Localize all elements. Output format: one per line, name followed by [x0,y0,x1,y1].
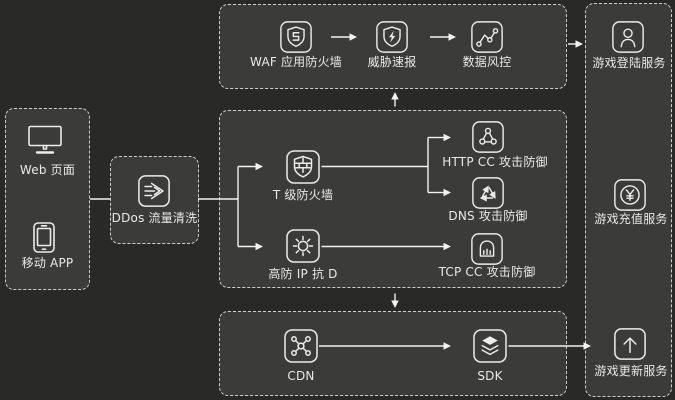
waf-shield-icon [279,20,313,54]
recharge-yuan-icon [613,178,647,212]
ddos-node [110,156,199,244]
risk-chart-icon [470,20,504,54]
t-firewall-label: T 级防火墙 [272,188,334,202]
sdk-layers-icon [472,328,508,364]
ddos-label: DDos 流量清洗 [111,211,198,225]
waf-label: WAF 应用防火墙 [250,55,342,69]
threat-label: 威胁速报 [367,55,417,69]
sdk-label: SDK [477,369,503,383]
delivery-panel [219,311,567,396]
mobile-icon [31,221,57,254]
tcp-cc-icon [470,232,504,266]
risk-label: 数据风控 [462,55,512,69]
login-user-icon [611,20,645,54]
clients-panel [5,108,90,290]
recharge-service-label: 游戏充值服务 [594,212,668,226]
http-cc-icon [471,120,505,154]
monitor-icon [26,124,64,156]
services-panel [585,3,672,397]
ddos-scrub-icon [137,174,171,208]
web-label: Web 页面 [19,163,76,177]
update-service-label: 游戏更新服务 [594,364,668,378]
login-service-label: 游戏登陆服务 [592,56,666,70]
hip-burst-icon [285,228,321,264]
app-label: 移动 APP [21,256,74,270]
threat-shield-icon [375,20,409,54]
firewall-panel [219,110,567,288]
hip-label: 高防 IP 抗 D [268,267,338,281]
t-firewall-icon [285,149,321,185]
cdn-label: CDN [287,369,315,383]
dns-label: DNS 攻击防御 [448,209,528,223]
dns-recycle-icon [471,176,505,210]
update-arrow-icon [613,327,647,361]
http-cc-label: HTTP CC 攻击防御 [442,155,548,169]
tcp-cc-label: TCP CC 攻击防御 [438,265,536,279]
cdn-node-icon [283,328,319,364]
